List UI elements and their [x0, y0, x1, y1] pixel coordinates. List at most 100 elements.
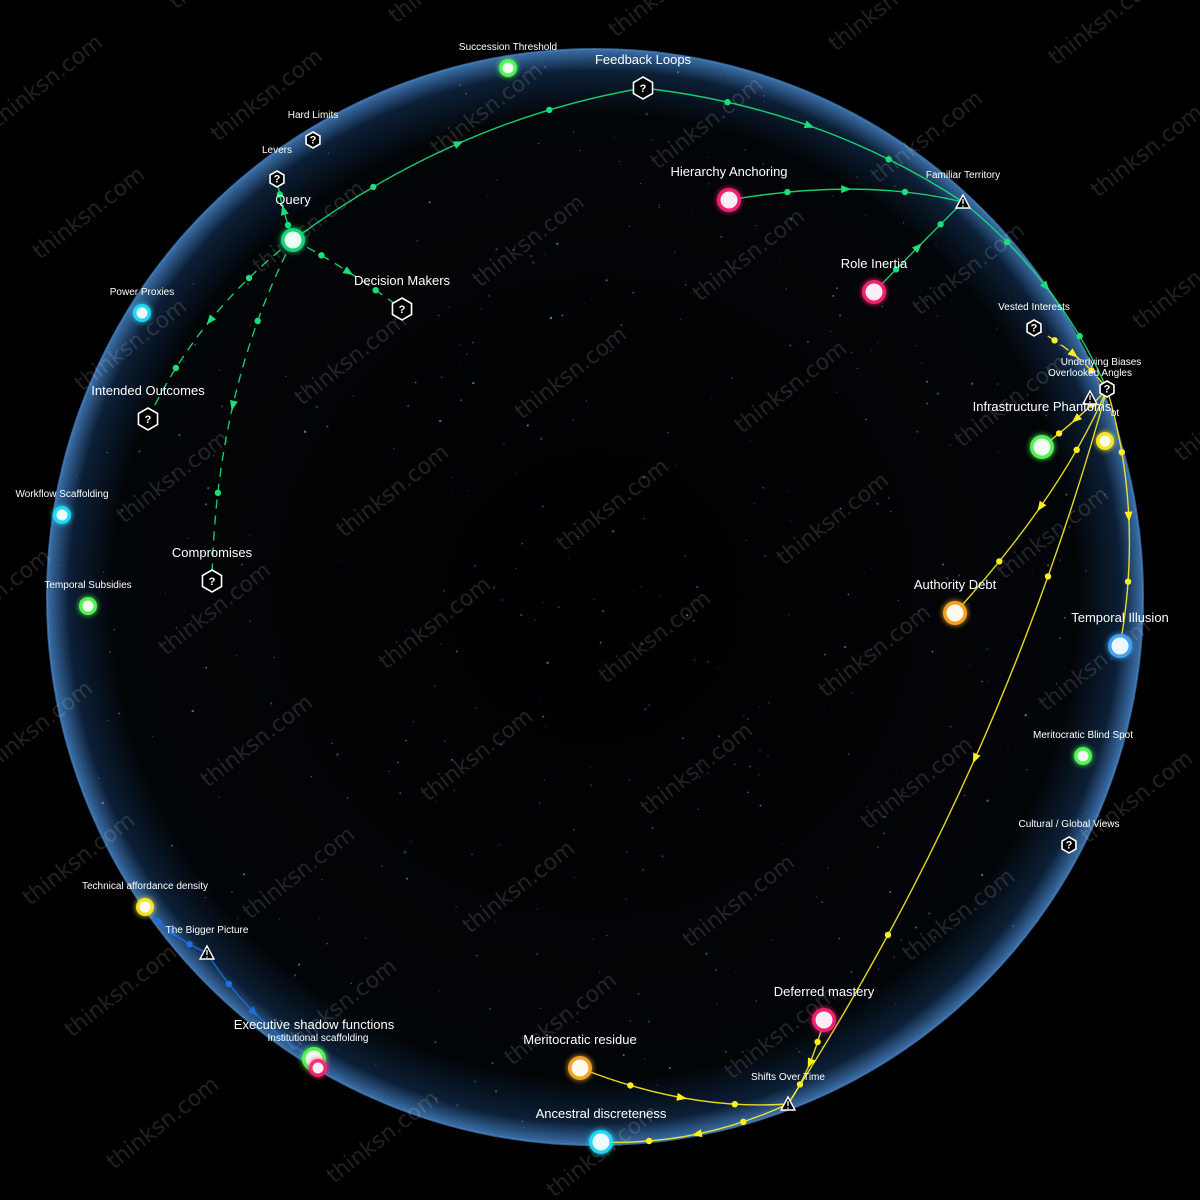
- node-familiar[interactable]: Familiar Territory: [926, 170, 1000, 209]
- star-dot: [716, 1003, 718, 1005]
- star-dot: [987, 680, 989, 682]
- star-dot: [138, 450, 141, 453]
- node-shifts[interactable]: Shifts Over Time: [751, 1072, 825, 1111]
- star-dot: [101, 801, 104, 805]
- node-technical[interactable]: Technical affordance density: [82, 881, 208, 916]
- node-decision[interactable]: ?Decision Makers: [354, 273, 451, 321]
- node-meritocratic_bs[interactable]: Meritocratic Blind Spot: [1033, 730, 1133, 765]
- star-dot: [243, 873, 246, 876]
- node-workflow[interactable]: Workflow Scaffolding: [15, 489, 109, 524]
- node-label-technical: Technical affordance density: [82, 881, 208, 892]
- node-authority[interactable]: Authority Debt: [914, 577, 997, 625]
- question-mark-glyph: ?: [399, 304, 406, 316]
- node-overlooked[interactable]: Overlooked Angles: [1048, 368, 1132, 405]
- star-dot: [194, 343, 197, 346]
- node-executive[interactable]: Executive shadow functions: [234, 1017, 395, 1071]
- star-dot: [486, 196, 488, 198]
- node-underlying[interactable]: ?Underlying Biases: [1061, 357, 1142, 398]
- star-dot: [933, 287, 935, 289]
- node-label-meritocratic_bs: Meritocratic Blind Spot: [1033, 730, 1133, 741]
- star-dot: [674, 465, 676, 467]
- edge-bead: [225, 980, 233, 988]
- star-dot: [753, 359, 755, 361]
- star-dot: [375, 1064, 377, 1066]
- node-debt_hidden[interactable]: bt: [1096, 408, 1119, 450]
- star-dot: [590, 1073, 592, 1075]
- node-label-executive: Executive shadow functions: [234, 1017, 395, 1032]
- node-infra[interactable]: Infrastructure Phantoms: [973, 399, 1112, 459]
- edge-role-to-familiar: [873, 201, 964, 293]
- node-temporal_sub[interactable]: Temporal Subsidies: [44, 580, 132, 615]
- star-dot: [1058, 344, 1061, 347]
- node-institutional[interactable]: Institutional scaffolding: [268, 1033, 369, 1077]
- star-dot: [250, 324, 252, 326]
- star-dot: [544, 253, 547, 255]
- star-dot: [442, 589, 445, 593]
- node-role[interactable]: Role Inertia: [841, 256, 908, 304]
- edge-bead: [372, 287, 379, 294]
- star-dot: [615, 1031, 617, 1034]
- star-dot: [495, 248, 498, 251]
- star-dot: [1058, 559, 1062, 562]
- node-power[interactable]: Power Proxies: [110, 287, 174, 322]
- star-dot: [1086, 811, 1088, 813]
- star-dot: [549, 316, 553, 320]
- star-dot: [746, 791, 749, 794]
- node-vested[interactable]: ?Vested Interests: [998, 302, 1070, 337]
- star-dot: [599, 971, 601, 973]
- star-dot: [191, 709, 194, 713]
- node-intended[interactable]: ?Intended Outcomes: [91, 383, 205, 431]
- node-levers[interactable]: ?Levers: [262, 145, 292, 188]
- node-label-hierarchy: Hierarchy Anchoring: [670, 164, 787, 179]
- node-feedback[interactable]: ?Feedback Loops: [595, 52, 692, 100]
- node-ancestral[interactable]: Ancestral discreteness: [536, 1106, 667, 1154]
- star-dot: [697, 808, 699, 811]
- star-dot: [762, 94, 766, 97]
- node-compromises[interactable]: ?Compromises: [172, 545, 253, 593]
- star-dot: [870, 349, 873, 352]
- edge-bead: [254, 317, 261, 325]
- node-label-underlying: Underlying Biases: [1061, 357, 1142, 368]
- star-dot: [471, 853, 473, 856]
- question-hexagon-icon: [391, 297, 413, 321]
- edge-bead: [937, 221, 944, 228]
- star-dot: [465, 92, 467, 95]
- warning-dot: [1089, 401, 1091, 403]
- node-succession[interactable]: Succession Threshold: [459, 42, 557, 77]
- star-dot: [836, 391, 838, 394]
- star-dot: [684, 283, 687, 286]
- star-dot: [205, 666, 208, 669]
- star-dot: [353, 395, 355, 397]
- edge-arrowhead: [841, 185, 852, 194]
- node-bigger[interactable]: The Bigger Picture: [166, 925, 249, 960]
- edge-bead: [318, 252, 325, 259]
- star-dot: [744, 148, 747, 151]
- star-dot: [269, 186, 271, 188]
- star-dot: [241, 490, 243, 492]
- node-query[interactable]: Query: [275, 192, 311, 252]
- star-dot: [669, 1067, 671, 1069]
- node-label-compromises: Compromises: [172, 545, 253, 560]
- node-hardlimits[interactable]: ?Hard Limits: [288, 110, 339, 149]
- star-dot: [190, 620, 192, 622]
- node-temporal_ill[interactable]: Temporal Illusion: [1071, 610, 1169, 658]
- star-dot: [613, 137, 615, 139]
- star-dot: [567, 557, 569, 559]
- node-label-bigger: The Bigger Picture: [166, 925, 249, 936]
- node-cultural[interactable]: ?Cultural / Global Views: [1019, 819, 1120, 854]
- star-dot: [82, 495, 84, 497]
- star-dot: [480, 308, 483, 310]
- edge-bead: [814, 1038, 821, 1046]
- node-hierarchy[interactable]: Hierarchy Anchoring: [670, 164, 788, 212]
- star-dot: [410, 840, 412, 843]
- star-dot: [204, 503, 208, 506]
- node-meritocratic_res[interactable]: Meritocratic residue: [523, 1032, 637, 1080]
- star-dot: [876, 502, 879, 505]
- star-dot: [957, 574, 961, 577]
- star-dot: [1128, 660, 1131, 663]
- node-deferred[interactable]: Deferred mastery: [774, 984, 875, 1032]
- star-dot: [640, 183, 642, 185]
- star-dot: [341, 562, 343, 564]
- star-dot: [1026, 406, 1028, 408]
- star-dot: [647, 1020, 651, 1023]
